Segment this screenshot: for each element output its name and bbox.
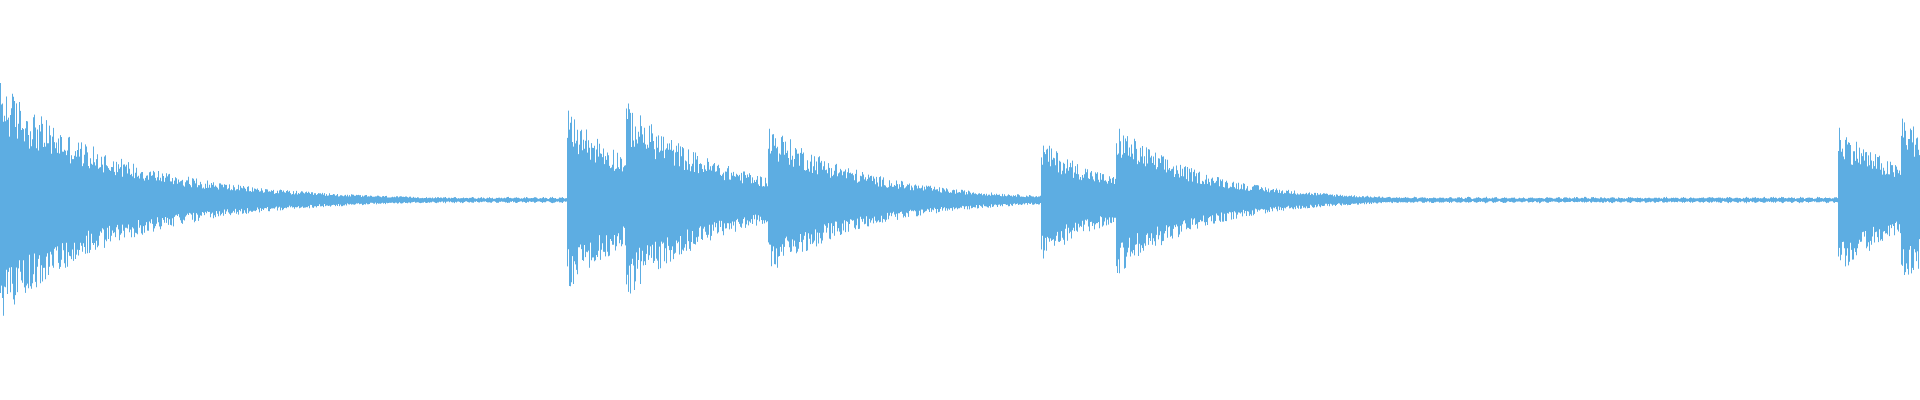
waveform-path [0,83,1920,316]
